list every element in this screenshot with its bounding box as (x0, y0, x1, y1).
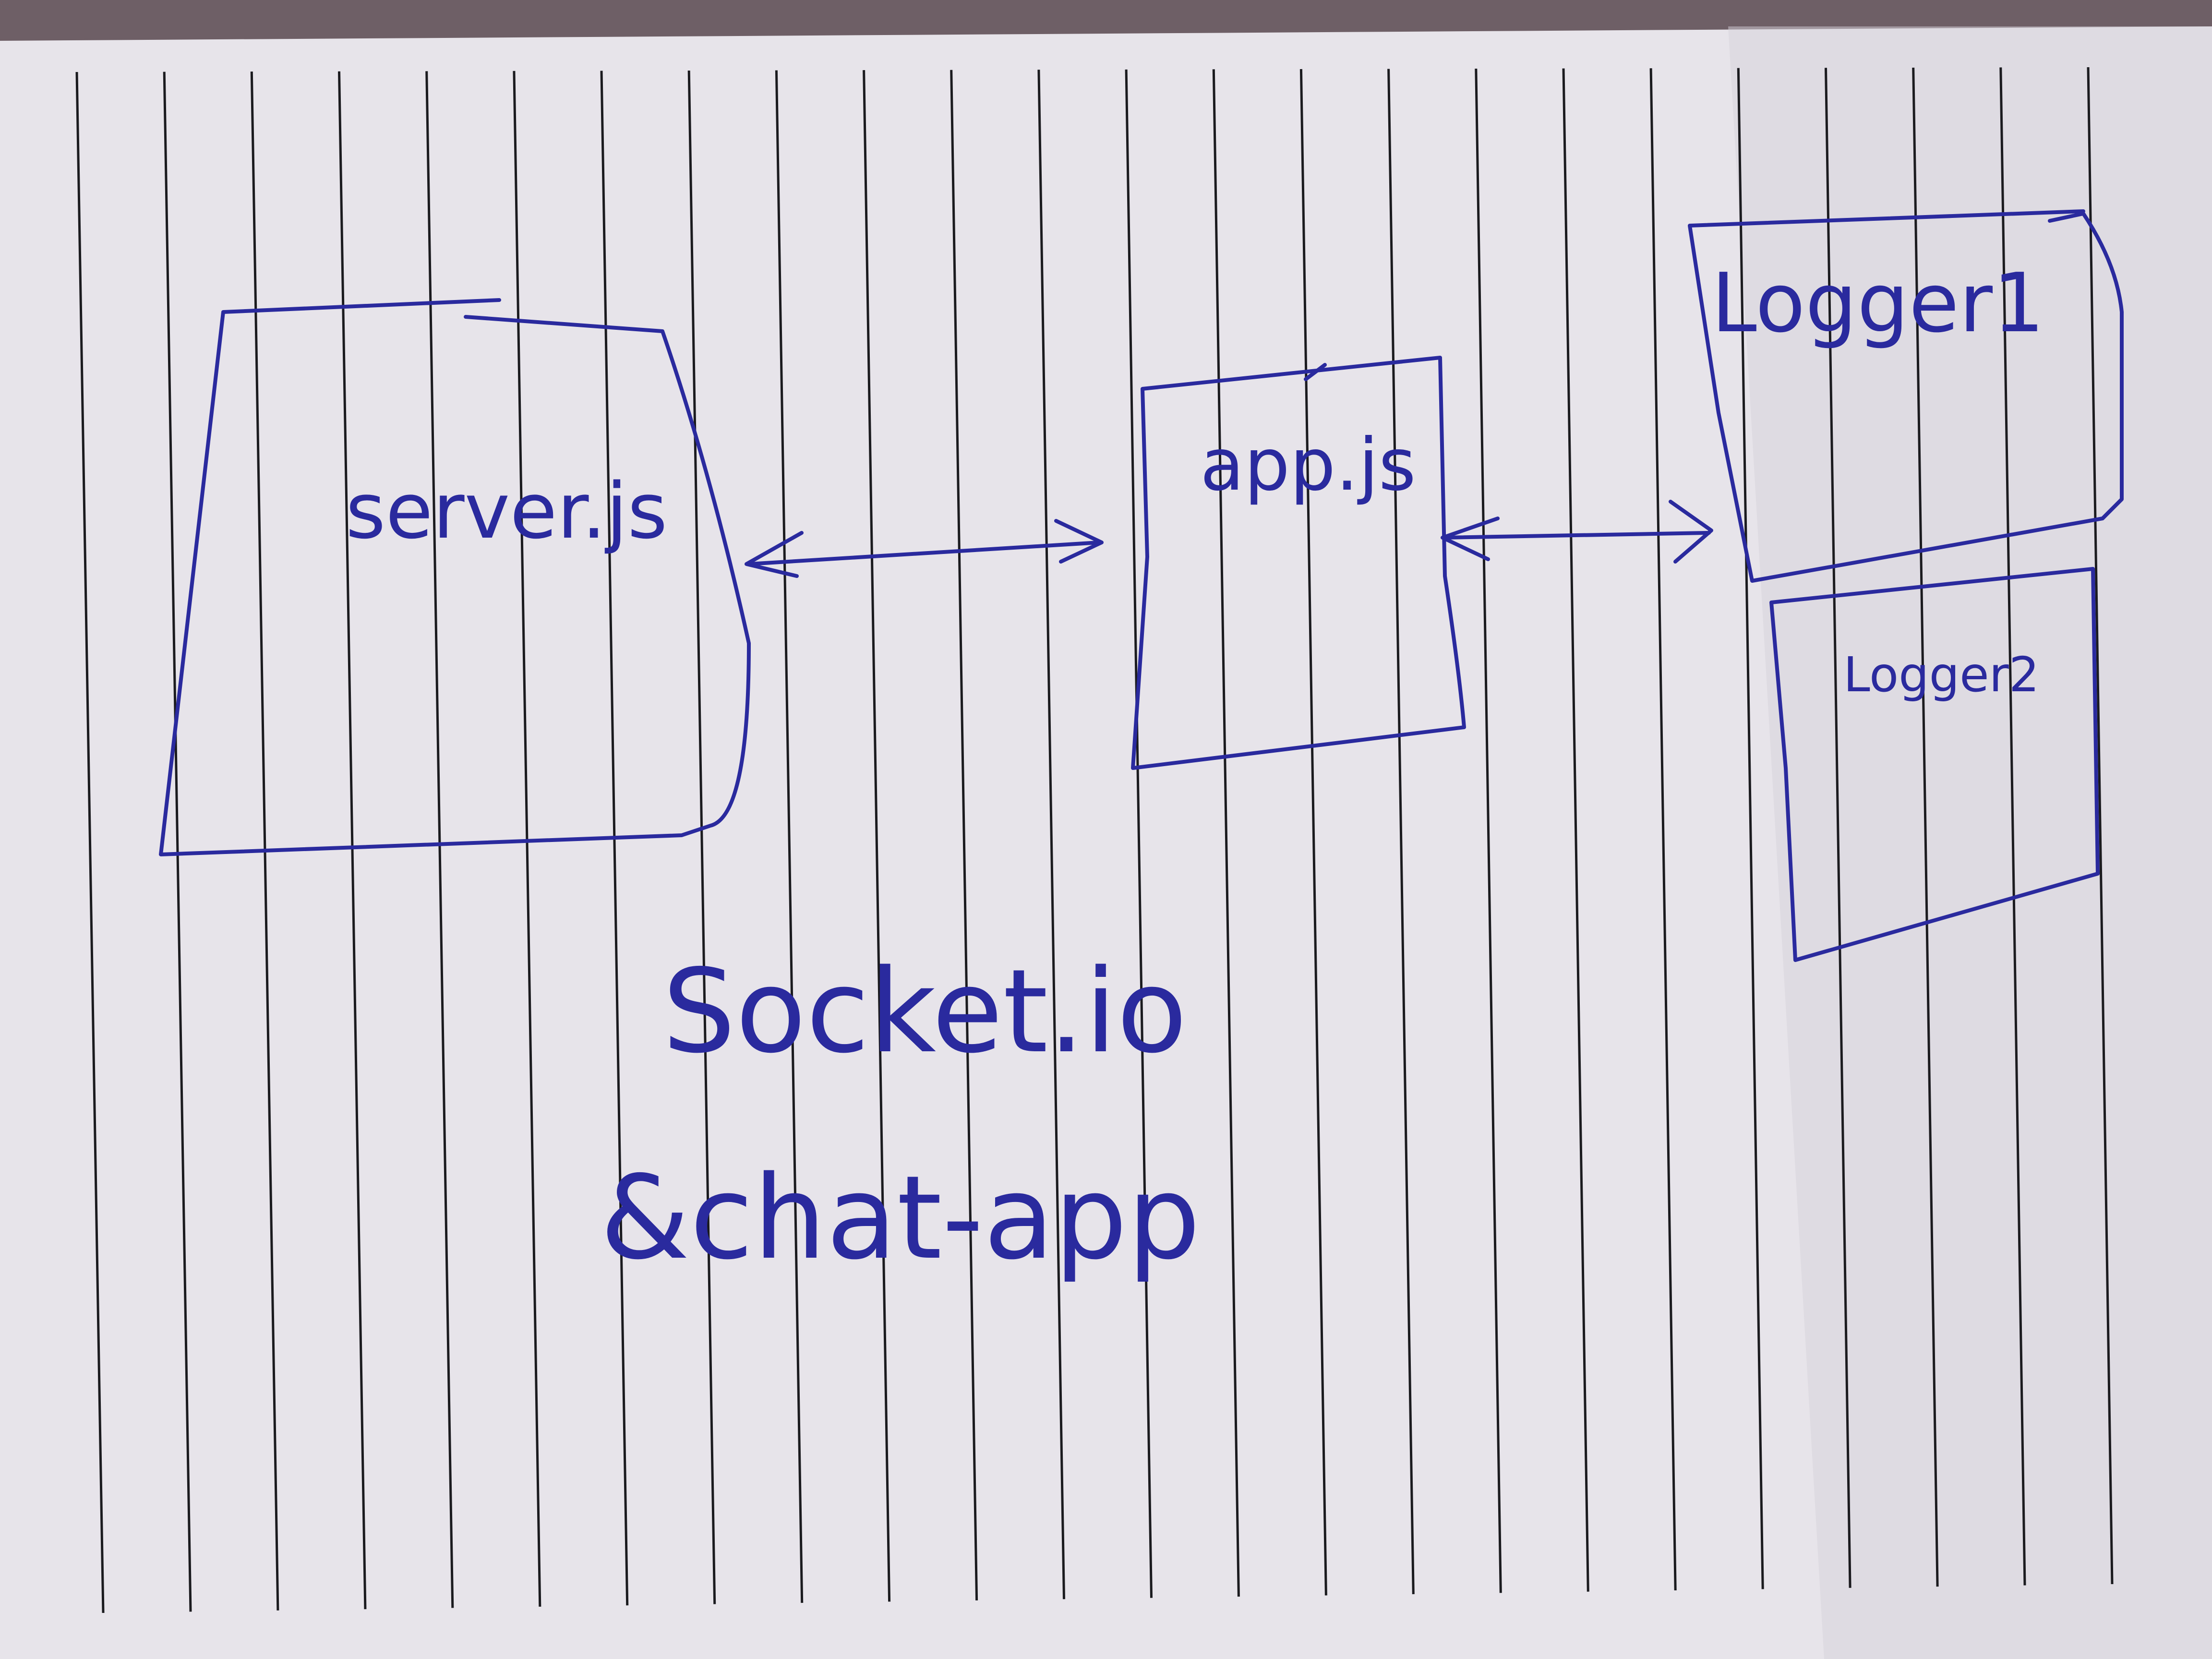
ruled-line (863, 70, 891, 1602)
logger1-node: Logger1 (1688, 209, 2124, 583)
server-box (159, 298, 751, 856)
edge-server-app-head-right (1054, 519, 1104, 564)
ruled-line (338, 71, 367, 1610)
ruled-line (1825, 68, 1851, 1588)
edge-app-logger1-head-left (1441, 517, 1500, 561)
ruled-line (2087, 67, 2114, 1585)
ruled-line (1475, 68, 1502, 1593)
ruled-line (75, 72, 105, 1613)
edge-server-app-head-left (745, 531, 804, 578)
ruled-line (950, 70, 978, 1600)
ruled-line (1212, 69, 1240, 1597)
edge-app-logger1-line (1443, 531, 1711, 540)
paper-sheet (0, 26, 2212, 1659)
ruled-line (687, 70, 716, 1604)
edge-app-logger1 (1441, 500, 1713, 564)
note-chat-app: &chat-app (600, 1151, 1201, 1285)
ruled-line (1649, 68, 1677, 1591)
ruled-line (1562, 68, 1589, 1592)
logger1-label: Logger1 (1711, 256, 2044, 351)
ruled-line (1737, 68, 1764, 1589)
ruled-line (163, 72, 192, 1612)
edge-server-app (745, 519, 1104, 578)
ruled-line (425, 71, 454, 1608)
ruled-line (775, 70, 804, 1603)
logger2-box (1769, 567, 2100, 962)
logger2-label: Logger2 (1843, 647, 2039, 703)
ruled-line (1299, 69, 1327, 1596)
edge-server-app-line (747, 541, 1101, 566)
ruled-line (1999, 67, 2026, 1586)
logger1-box (1688, 209, 2124, 583)
app-node: app.js (1131, 356, 1466, 770)
note-socket-io: Socket.io (662, 944, 1187, 1079)
ruled-line (513, 71, 541, 1607)
ruled-line (1125, 69, 1153, 1598)
ruled-line (1912, 67, 1939, 1587)
logger2-node: Logger2 (1769, 567, 2100, 962)
app-label: app.js (1200, 423, 1416, 507)
ruled-line (1387, 69, 1415, 1594)
server-label: server.js (346, 466, 667, 556)
ruled-line (250, 72, 279, 1611)
edge-app-logger1-head-right (1669, 500, 1713, 564)
server-node: server.js (159, 298, 751, 856)
paper-shading (1728, 26, 2212, 1659)
app-box (1131, 356, 1466, 770)
ruled-line (1037, 70, 1065, 1599)
